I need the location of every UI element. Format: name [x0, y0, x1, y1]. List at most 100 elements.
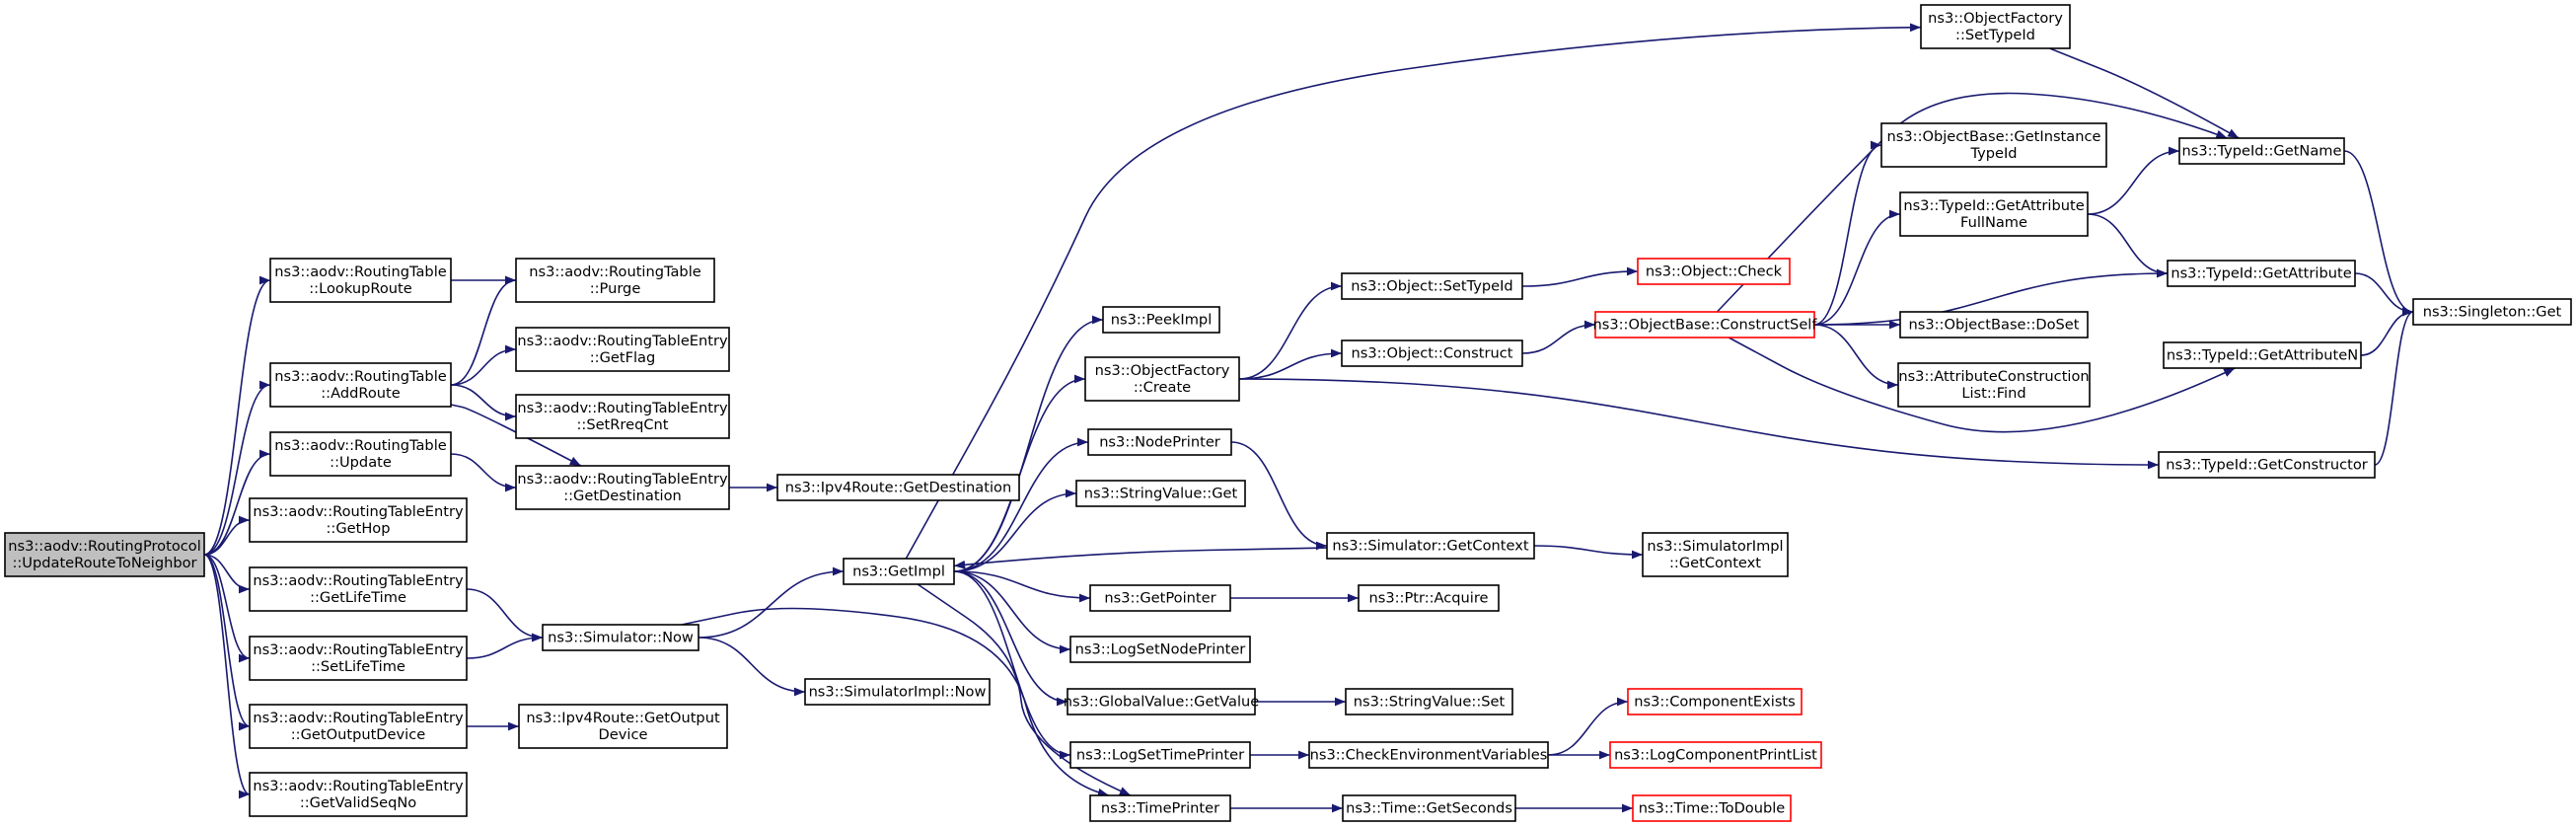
edge-getAttributeFullName-to-typeIdGetAttribute — [2087, 213, 2169, 278]
node-ofCreate[interactable]: ns3::ObjectFactory::Create — [1084, 356, 1240, 402]
node-stringValueGet[interactable]: ns3::StringValue::Get — [1075, 480, 1246, 507]
node-update[interactable]: ns3::aodv::RoutingTable::Update — [269, 431, 452, 477]
node-typeIdGetAttributeN[interactable]: ns3::TypeId::GetAttributeN — [2163, 341, 2362, 369]
node-box — [1067, 688, 1256, 715]
node-ptrAcquire[interactable]: ns3::Ptr::Acquire — [1358, 584, 1500, 612]
node-objectConstruct[interactable]: ns3::Object::Construct — [1341, 339, 1523, 367]
node-label-line: ns3::aodv::RoutingTableEntry — [253, 641, 464, 658]
node-getHop[interactable]: ns3::aodv::RoutingTableEntry::GetHop — [249, 497, 468, 543]
node-label-line: FullName — [1960, 214, 2027, 231]
edge-addRoute-to-purge — [450, 275, 517, 386]
node-label-line: ns3::aodv::RoutingTableEntry — [253, 710, 464, 726]
node-box — [515, 465, 730, 510]
node-label-line: ::SetTypeId — [1955, 27, 2035, 43]
node-setRreqCnt[interactable]: ns3::aodv::RoutingTableEntry::SetRreqCnt — [515, 394, 730, 439]
node-typeIdGetConstructor[interactable]: ns3::TypeId::GetConstructor — [2158, 451, 2376, 479]
node-label-line: ns3::Simulator::Now — [548, 630, 694, 646]
node-label-line: ns3::StringValue::Get — [1084, 486, 1238, 502]
node-simImplNow[interactable]: ns3::SimulatorImpl::Now — [804, 678, 991, 706]
node-getFlag[interactable]: ns3::aodv::RoutingTableEntry::GetFlag — [515, 327, 730, 372]
edge-update-to-getDestination — [450, 453, 517, 492]
edge-typeIdGetName-to-singletonGet — [2343, 150, 2414, 317]
node-getPointer[interactable]: ns3::GetPointer — [1089, 584, 1231, 612]
node-singletonGet[interactable]: ns3::Singleton::Get — [2412, 298, 2572, 326]
node-label-line: ns3::aodv::RoutingTableEntry — [517, 400, 728, 416]
node-objectSetTypeId[interactable]: ns3::Object::SetTypeId — [1341, 272, 1523, 300]
node-objectCheck[interactable]: ns3::Object::Check — [1637, 258, 1791, 285]
node-ipv4GetOutputDevice[interactable]: ns3::Ipv4Route::GetOutputDevice — [518, 704, 728, 749]
node-purge[interactable]: ns3::aodv::RoutingTable::Purge — [515, 258, 715, 303]
node-typeIdGetName[interactable]: ns3::TypeId::GetName — [2178, 137, 2345, 165]
node-label-line: ns3::aodv::RoutingTableEntry — [517, 471, 728, 488]
node-label-line: ns3::LogComponentPrintList — [1614, 747, 1817, 764]
edges-layer — [203, 23, 2414, 813]
edge-getImpl-to-timePrinter — [917, 583, 1132, 796]
node-checkEnvVars[interactable]: ns3::CheckEnvironmentVariables — [1308, 741, 1549, 769]
node-label-line: ::GetValidSeqNo — [300, 794, 416, 811]
node-label-line: ns3::SimulatorImpl — [1647, 538, 1783, 555]
node-getValidSeqNo[interactable]: ns3::aodv::RoutingTableEntry::GetValidSe… — [249, 772, 468, 817]
node-label-line: ns3::StringValue::Set — [1354, 694, 1506, 711]
node-getOutputDevice[interactable]: ns3::aodv::RoutingTableEntry::GetOutputD… — [249, 704, 468, 749]
node-timePrinter[interactable]: ns3::TimePrinter — [1089, 794, 1231, 822]
node-label-line: ns3::ObjectBase::DoSet — [1908, 317, 2079, 334]
node-box — [1594, 311, 1815, 339]
node-constructSelf[interactable]: ns3::ObjectBase::ConstructSelf — [1593, 311, 1818, 339]
node-componentExists[interactable]: ns3::ComponentExists — [1627, 688, 1803, 715]
node-lookupRoute[interactable]: ns3::aodv::RoutingTable::LookupRoute — [269, 258, 452, 303]
node-setLifeTime[interactable]: ns3::aodv::RoutingTableEntry::SetLifeTim… — [249, 636, 468, 681]
edge-simNow-to-getImpl — [698, 566, 845, 639]
node-label-line: ns3::aodv::RoutingTableEntry — [253, 572, 464, 589]
edge-nodePrinter-to-simGetContext — [1230, 441, 1328, 551]
node-logSetTimePrinter[interactable]: ns3::LogSetTimePrinter — [1069, 741, 1251, 769]
node-timeToDouble[interactable]: ns3::Time::ToDouble — [1632, 794, 1792, 822]
node-getDestination[interactable]: ns3::aodv::RoutingTableEntry::GetDestina… — [515, 465, 730, 510]
node-globalValueGetValue[interactable]: ns3::GlobalValue::GetValue — [1064, 688, 1260, 715]
node-box — [1920, 4, 2071, 49]
edge-ofCreate-to-objectConstruct — [1238, 348, 1343, 380]
node-label-line: ns3::aodv::RoutingTableEntry — [253, 503, 464, 520]
node-doSet[interactable]: ns3::ObjectBase::DoSet — [1899, 311, 2089, 339]
edge-simNow-to-timePrinter — [681, 607, 1110, 797]
node-label-line: ns3::aodv::RoutingTable — [274, 263, 446, 280]
node-ofSetTypeId[interactable]: ns3::ObjectFactory::SetTypeId — [1920, 4, 2071, 49]
node-peekImpl[interactable]: ns3::PeekImpl — [1102, 306, 1220, 334]
node-timeGetSeconds[interactable]: ns3::Time::GetSeconds — [1342, 794, 1516, 822]
edge-root-to-getOutputDevice — [203, 554, 251, 731]
node-nodePrinter[interactable]: ns3::NodePrinter — [1087, 428, 1232, 456]
node-label-line: ns3::aodv::RoutingTable — [274, 437, 446, 454]
edge-constructSelf-to-typeIdGetAttribute — [1813, 268, 2169, 326]
node-box — [1637, 258, 1791, 285]
node-getLifeTime[interactable]: ns3::aodv::RoutingTableEntry::GetLifeTim… — [249, 566, 468, 612]
edge-line — [1813, 209, 1901, 326]
node-box — [1342, 794, 1516, 822]
node-addRoute[interactable]: ns3::aodv::RoutingTable::AddRoute — [269, 362, 452, 408]
node-label-line: ns3::Ptr::Acquire — [1368, 590, 1488, 607]
nodes-layer: ns3::aodv::RoutingProtocol::UpdateRouteT… — [4, 4, 2572, 822]
node-simImplGetContext[interactable]: ns3::SimulatorImpl::GetContext — [1642, 532, 1789, 577]
node-logComponentPrintList[interactable]: ns3::LogComponentPrintList — [1609, 741, 1822, 769]
node-box — [249, 704, 468, 749]
node-box — [1089, 794, 1231, 822]
node-box — [1345, 688, 1513, 715]
node-simGetContext[interactable]: ns3::Simulator::GetContext — [1326, 532, 1535, 560]
node-stringValueSet[interactable]: ns3::StringValue::Set — [1345, 688, 1513, 715]
node-label-line: ::AddRoute — [321, 385, 400, 402]
node-label-line: ns3::GlobalValue::GetValue — [1064, 694, 1260, 711]
node-getImpl[interactable]: ns3::GetImpl — [843, 558, 955, 585]
edge-root-to-addRoute — [203, 380, 271, 556]
edge-constructSelf-to-typeIdGetAttributeN — [1728, 337, 2236, 433]
edge-line — [1521, 320, 1596, 354]
node-label-line: ns3::Simulator::GetContext — [1332, 538, 1528, 555]
node-label-line: ::GetLifeTime — [310, 589, 406, 606]
edge-constructSelf-to-getInstanceTypeId — [1813, 140, 1882, 326]
node-ipv4GetDestination[interactable]: ns3::Ipv4Route::GetDestination — [776, 474, 1020, 501]
node-typeIdGetAttribute[interactable]: ns3::TypeId::GetAttribute — [2167, 260, 2356, 287]
node-simNow[interactable]: ns3::Simulator::Now — [542, 624, 699, 651]
node-box — [249, 497, 468, 543]
node-box — [1899, 191, 2089, 237]
node-logSetNodePrinter[interactable]: ns3::LogSetNodePrinter — [1069, 636, 1251, 663]
